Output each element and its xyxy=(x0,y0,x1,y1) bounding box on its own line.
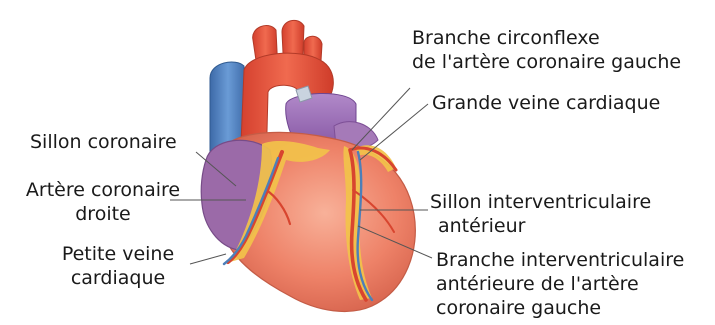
label-great-cardiac-vein-text: Grande veine cardiaque xyxy=(432,91,660,115)
label-coronary-sulcus: Sillon coronaire xyxy=(30,130,177,154)
leader-small-cardiac-vein xyxy=(190,254,226,264)
label-coronary-sulcus-text: Sillon coronaire xyxy=(30,130,177,154)
label-aiv-sulcus-line2: antérieur xyxy=(430,214,651,238)
label-aiv-sulcus-line1: Sillon interventriculaire xyxy=(430,190,651,214)
label-rca-line1: Artère coronaire xyxy=(12,178,194,202)
label-anterior-interventricular-sulcus: Sillon interventriculaire antérieur xyxy=(430,190,651,238)
label-circumflex-line2: de l'artère coronaire gauche xyxy=(412,50,681,74)
label-great-cardiac-vein: Grande veine cardiaque xyxy=(432,91,660,115)
label-circumflex-line1: Branche circonflexe xyxy=(412,26,681,50)
leader-circumflex xyxy=(352,88,410,150)
label-small-cardiac-vein-line1: Petite veine xyxy=(50,242,186,266)
label-aiv-branch-line3: coronaire gauche xyxy=(436,296,684,320)
label-aiv-branch-line1: Branche interventriculaire xyxy=(436,248,684,272)
label-small-cardiac-vein: Petite veine cardiaque xyxy=(50,242,186,290)
label-anterior-interventricular-branch: Branche interventriculaire antérieure de… xyxy=(436,248,684,320)
label-right-coronary-artery: Artère coronaire droite xyxy=(12,178,194,226)
label-rca-line2: droite xyxy=(12,202,194,226)
label-aiv-branch-line2: antérieure de l'artère xyxy=(436,272,684,296)
label-circumflex-branch: Branche circonflexe de l'artère coronair… xyxy=(412,26,681,74)
label-small-cardiac-vein-line2: cardiaque xyxy=(50,266,186,290)
